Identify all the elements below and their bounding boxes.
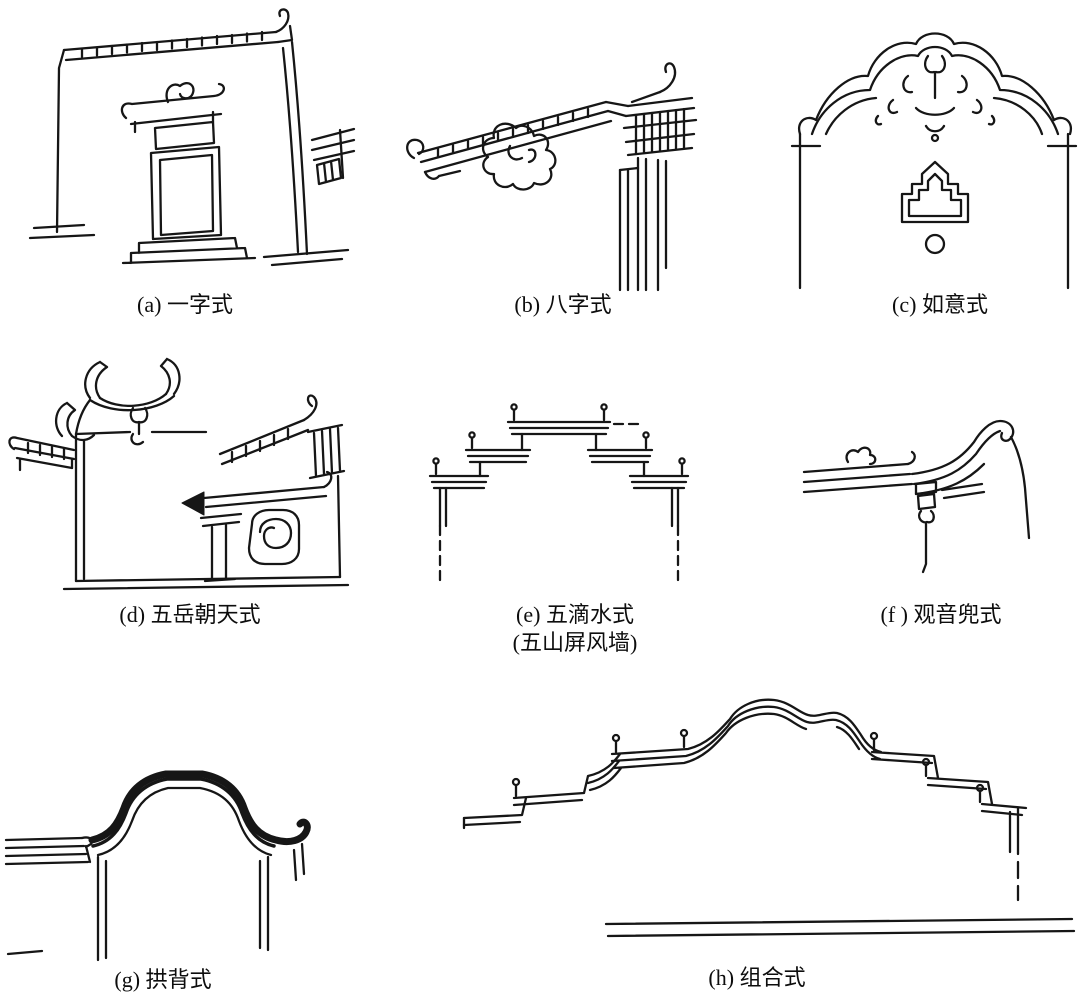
drawing-h-zuhe-style (462, 698, 1076, 938)
drawing-c-ruyi-style (790, 32, 1078, 290)
figure-d-label: (d) 五岳朝天式 (119, 602, 261, 627)
drawing-g-gongbei-style (4, 770, 311, 962)
figure-e-sublabel: (五山屏风墙) (512, 630, 638, 655)
figure-b-label: (b) 八字式 (514, 292, 612, 317)
figure-h-label: (h) 组合式 (708, 965, 806, 990)
drawing-a-yizi-style (28, 8, 356, 267)
figure-g-label: (g) 拱背式 (114, 967, 212, 992)
figure-f-label: (f ) 观音兜式 (880, 602, 1002, 627)
drawing-b-bazi-style (406, 62, 698, 292)
drawing-f-guanyindou-style (802, 419, 1031, 574)
drawing-e-wudishui-style (428, 403, 690, 588)
drawing-d-wuyue-chaotian-style (8, 357, 350, 591)
figure-e-label: (e) 五滴水式 (516, 602, 634, 627)
figure-a-label: (a) 一字式 (137, 292, 233, 317)
figure-c-label: (c) 如意式 (892, 292, 988, 317)
